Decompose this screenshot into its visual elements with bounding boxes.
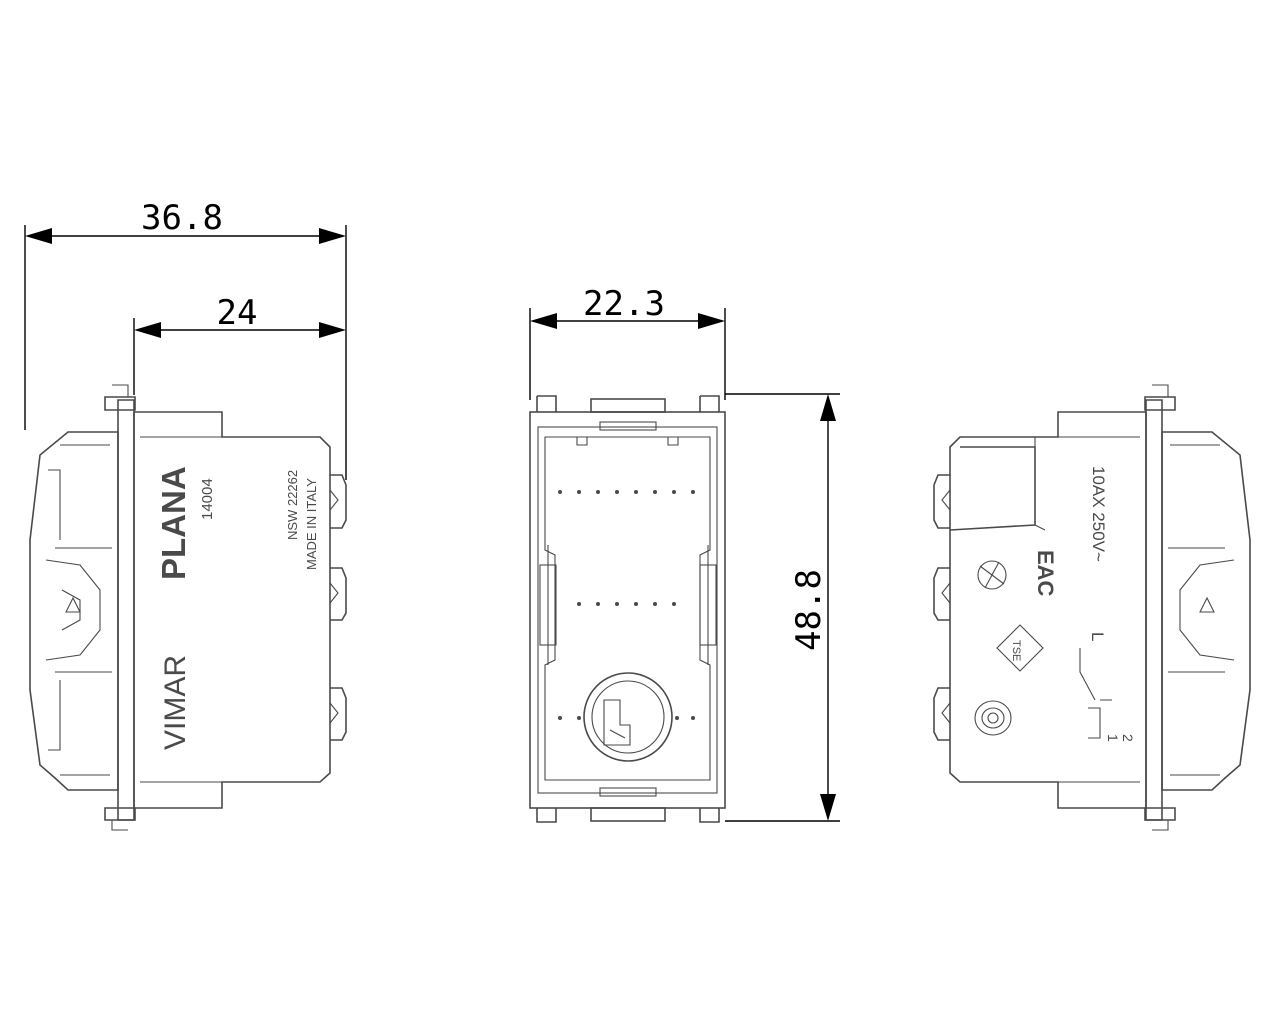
tse-mark-icon: TSE (996, 624, 1044, 672)
arrow-left (25, 228, 52, 244)
dimension-height: 48.8 (725, 393, 840, 822)
dot-row-middle (577, 602, 676, 606)
series-label: PLANA (155, 466, 192, 580)
arrow-right (319, 322, 346, 338)
dimension-width: 22.3 (529, 284, 726, 400)
eac-mark: EAC (1033, 550, 1058, 597)
arrow-left (134, 322, 161, 338)
origin-label: MADE IN ITALY (304, 478, 319, 570)
dimension-body-depth: 24 (133, 293, 346, 395)
ce-ring-icon (974, 700, 1012, 736)
terminal-2-label: 2 (1120, 734, 1136, 742)
arrow-right (319, 228, 346, 244)
dimension-label-height: 48.8 (789, 569, 829, 651)
approval-label: NSW 22262 (285, 470, 300, 540)
switch-symbol-icon (1079, 648, 1112, 739)
tse-label: TSE (1010, 640, 1022, 661)
left-side-view: PLANA 14004 VIMAR NSW 22262 MADE IN ITAL… (29, 384, 347, 831)
dot-row-top (558, 490, 695, 494)
dot-row-bottom (558, 716, 695, 720)
rating-label: 10AX 250V~ (1089, 466, 1108, 562)
right-side-view: 10AX 250V~ EAC TSE L 2 1 (933, 384, 1251, 831)
arrow-top (820, 394, 836, 421)
dimension-label-body-depth: 24 (217, 293, 258, 333)
dimension-overall-depth: 36.8 (24, 198, 347, 480)
center-back-view (529, 395, 726, 823)
arrow-right (698, 313, 725, 329)
imq-logo-icon (977, 560, 1007, 590)
arrow-bottom (820, 794, 836, 821)
screw-hole (583, 672, 673, 762)
article-label: 14004 (199, 478, 216, 520)
terminal-l-label: L (1088, 632, 1107, 641)
dimension-label-width: 22.3 (583, 284, 665, 324)
brand-label: VIMAR (159, 655, 192, 750)
arrow-left (530, 313, 557, 329)
terminal-1-label: 1 (1105, 734, 1121, 742)
dimension-label-overall-depth: 36.8 (141, 198, 223, 238)
